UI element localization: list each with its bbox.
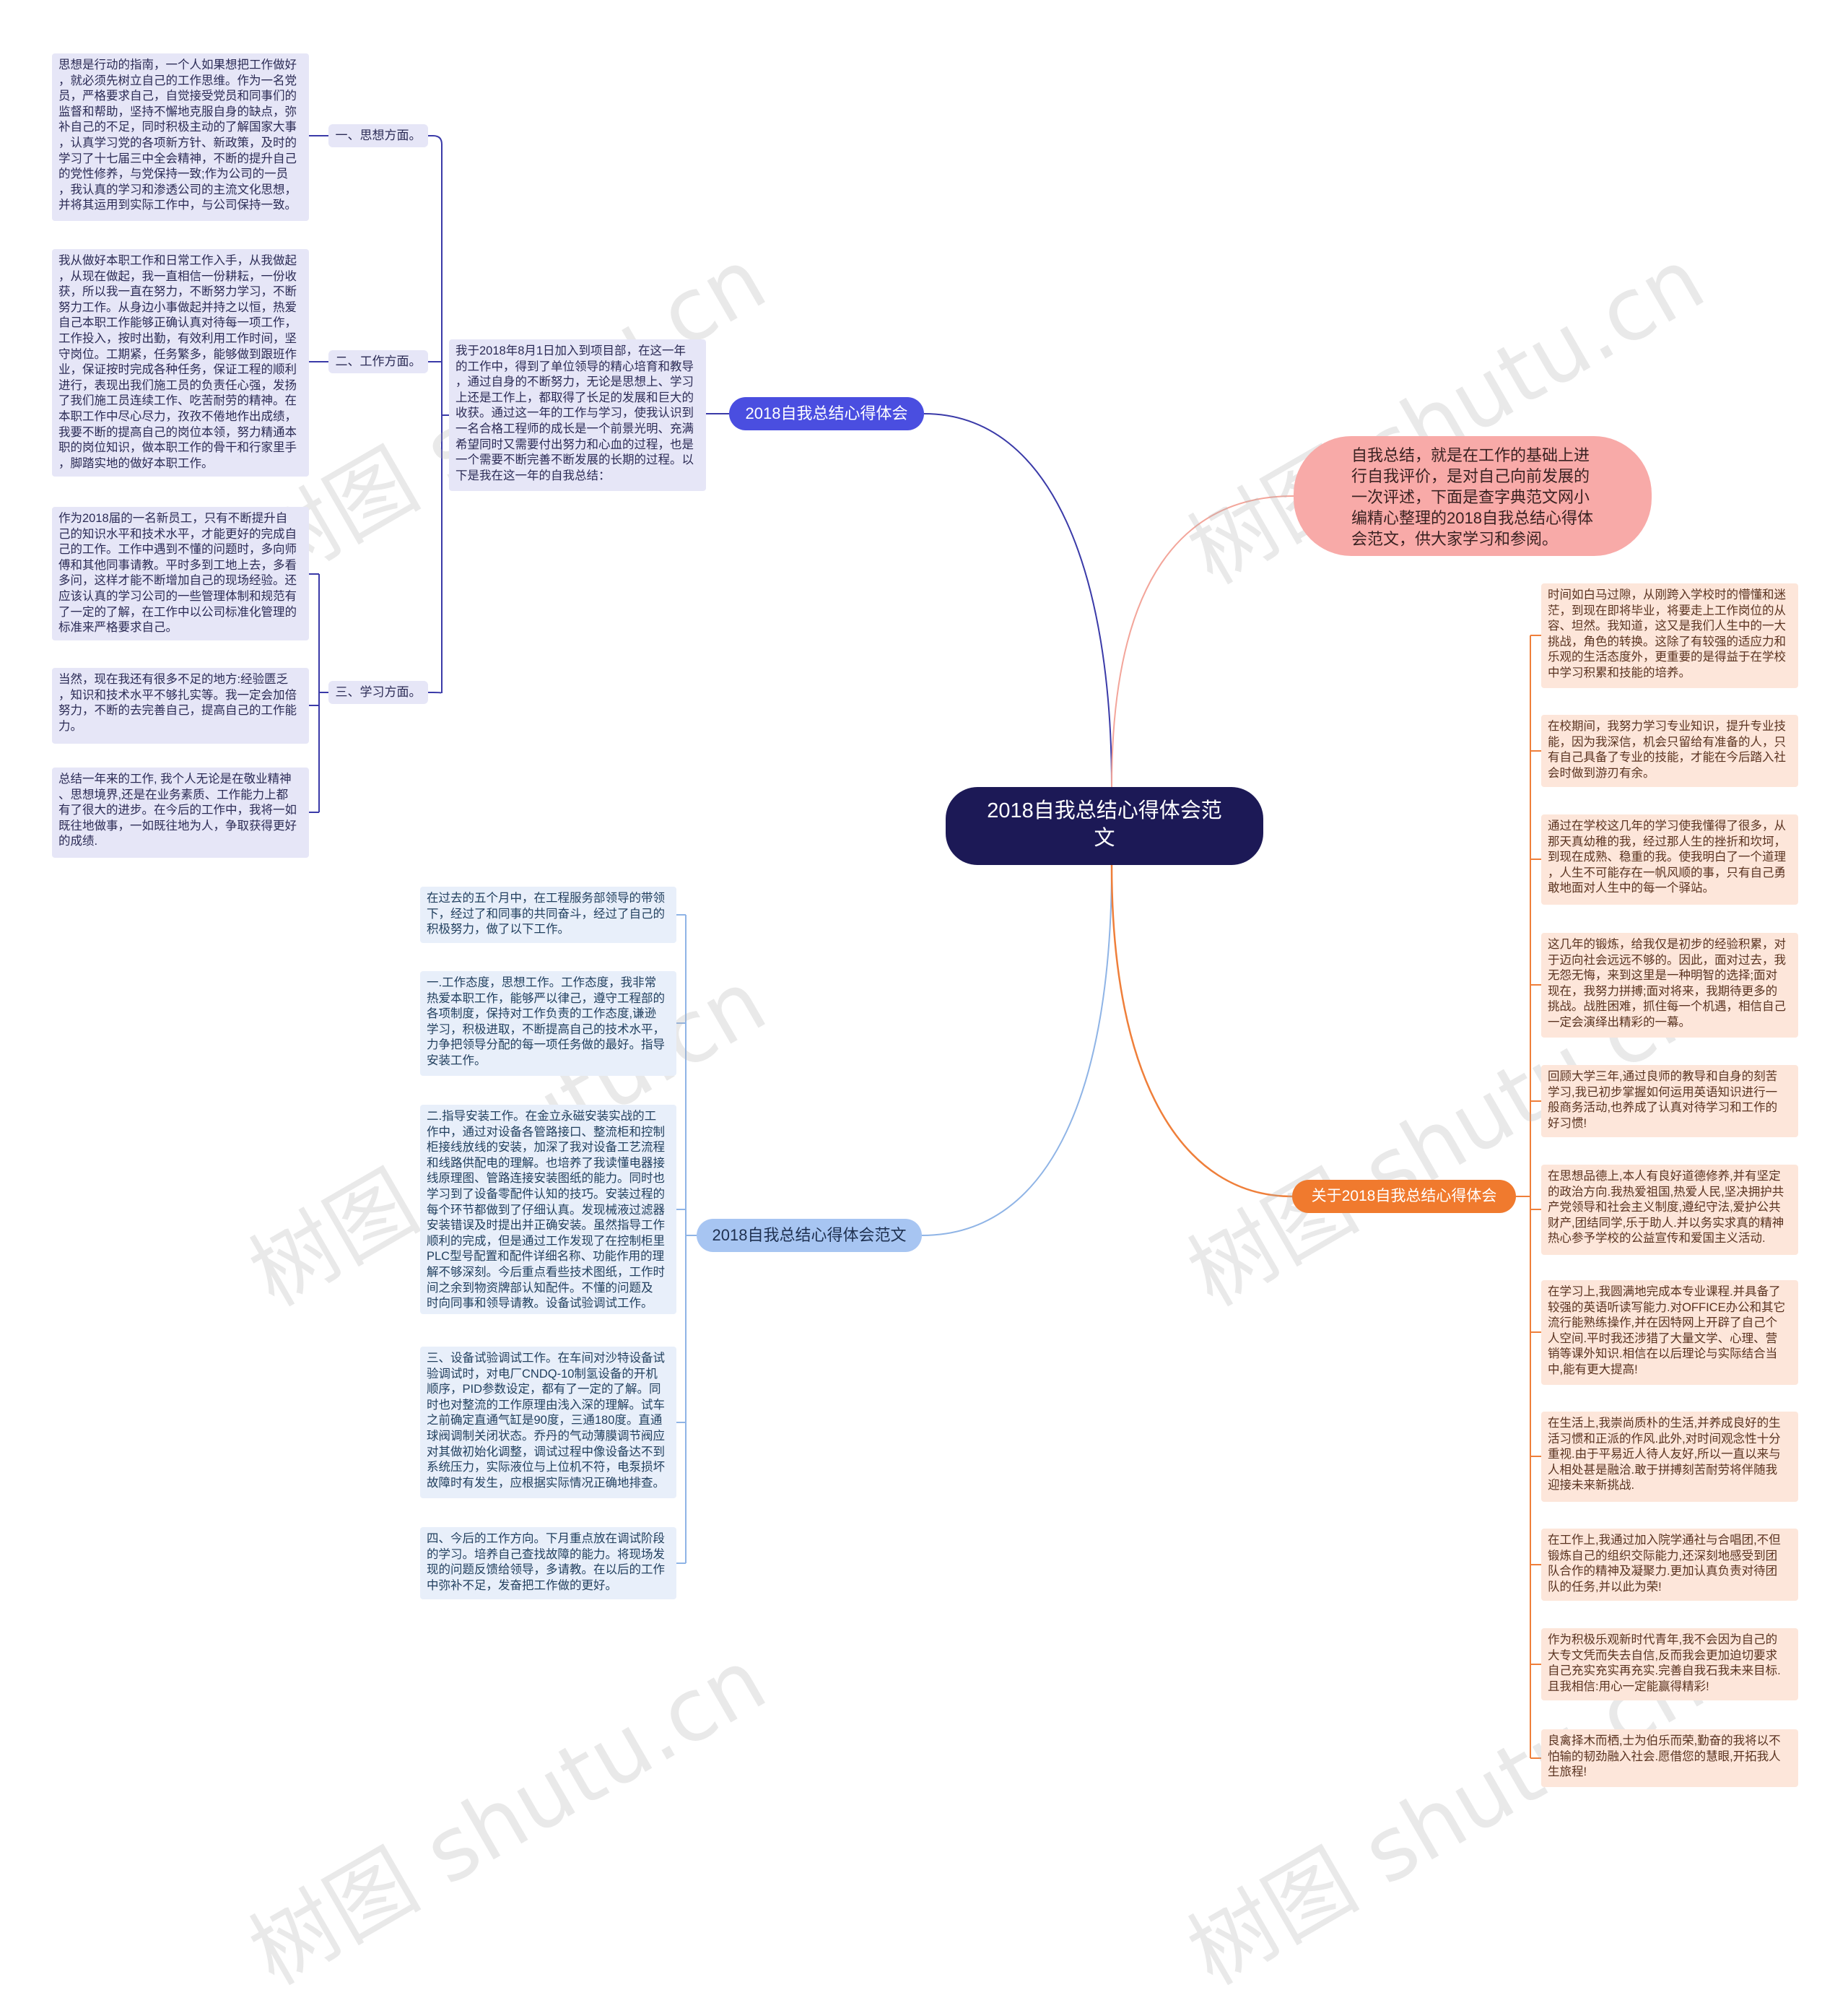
link-a-topic-3: [428, 415, 443, 694]
root-topic[interactable]: 2018自我总结心得体会范 文: [946, 787, 1263, 865]
study-detail-2[interactable]: 当然，现在我还有很多不足的地方:经验匮乏 ，知识和技术水平不够扎实等。我一定会加…: [52, 668, 309, 744]
about-item-4[interactable]: 这几年的锻炼，给我仅是初步的经验积累，对 于迈向社会远远不够的。因此，面对过去，…: [1541, 933, 1798, 1038]
about-item-3[interactable]: 通过在学校这几年的学习使我懂得了很多，从 那天真幼稚的我，经过那人生的挫折和坎坷…: [1541, 814, 1798, 905]
link-root-branch-a: [923, 413, 1112, 788]
about-item-11[interactable]: 良禽择木而栖,士为伯乐而荣,勤奋的我将以不 怕输的韧劲融入社会.愿借您的慧眼,开…: [1541, 1729, 1798, 1787]
essay-item-testing[interactable]: 三、设备试验调试工作。在车间对沙特设备试 验调试时，对电厂CNDQ-10制氢设备…: [420, 1347, 676, 1498]
work-detail[interactable]: 我从做好本职工作和日常工作入手，从我做起 ，从现在做起，我一直相信一份耕耘，一份…: [52, 249, 309, 477]
intro-callout[interactable]: 自我总结，就是在工作的基础上进 行自我评价，是对自己向前发展的 一次评述，下面是…: [1294, 436, 1652, 556]
about-item-1[interactable]: 时间如白马过隙，从刚跨入学校时的懵懂和迷 茫，到现在即将毕业，将要走上工作岗位的…: [1541, 583, 1798, 688]
branch-sample-essay[interactable]: 2018自我总结心得体会范文: [697, 1219, 922, 1252]
about-item-7[interactable]: 在学习上,我圆满地完成本专业课程.并具备了 较强的英语听读写能力.对OFFICE…: [1541, 1280, 1798, 1385]
essay-item-installation[interactable]: 二.指导安装工作。在金立永磁安装实战的工 作中，通过对设备各管路接口、整流柜和控…: [420, 1105, 676, 1314]
thought-detail[interactable]: 思想是行动的指南，一个人如果想把工作做好 ，就必须先树立自己的工作思维。作为一名…: [52, 53, 309, 221]
about-item-8[interactable]: 在生活上,我崇尚质朴的生活,并养成良好的生 活习惯和正派的作风.此外,对时间观念…: [1541, 1412, 1798, 1502]
topic-work[interactable]: 二、工作方面。: [328, 350, 428, 373]
about-item-2[interactable]: 在校期间，我努力学习专业知识，提升专业技 能，因为我深信，机会只留给有准备的人，…: [1541, 715, 1798, 787]
about-item-5[interactable]: 回顾大学三年,通过良师的教导和自身的刻苦 学习,我已初步掌握如何运用英语知识进行…: [1541, 1065, 1798, 1137]
connector-lines: [309, 135, 1541, 1759]
about-item-10[interactable]: 作为积极乐观新时代青年,我不会因为自己的 大专文凭而失去自信,反而我会更加迫切要…: [1541, 1628, 1798, 1700]
branch-self-summary[interactable]: 2018自我总结心得体会: [729, 397, 924, 430]
essay-item-future[interactable]: 四、今后的工作方向。下月重点放在调试阶段 的学习。培养自己查找故障的能力。将现场…: [420, 1527, 676, 1599]
branch-about-summary[interactable]: 关于2018自我总结心得体会: [1292, 1180, 1516, 1213]
about-item-9[interactable]: 在工作上,我通过加入院学通社与合唱团,不但 锻炼自己的组织交际能力,还深刻地感受…: [1541, 1529, 1798, 1601]
link-root-intro: [1111, 495, 1294, 788]
branch-a-summary[interactable]: 我于2018年8月1日加入到项目部，在这一年 的工作中，得到了单位领导的精心培育…: [449, 339, 706, 491]
link-a-topic-1: [428, 135, 449, 416]
about-item-6[interactable]: 在思想品德上,本人有良好道德修养,并有坚定 的政治方向.我热爱祖国,热爱人民,坚…: [1541, 1165, 1798, 1255]
topic-study[interactable]: 三、学习方面。: [328, 681, 428, 704]
essay-item-attitude[interactable]: 一.工作态度，思想工作。工作态度，我非常 热爱本职工作，能够严以律己，遵守工程部…: [420, 971, 676, 1076]
essay-item-intro[interactable]: 在过去的五个月中，在工程服务部领导的带领 下，经过了和同事的共同奋斗，经过了自己…: [420, 887, 676, 943]
topic-thought[interactable]: 一、思想方面。: [328, 124, 428, 147]
study-detail-3[interactable]: 总结一年来的工作, 我个人无论是在敬业精神 、思想境界,还是在业务素质、工作能力…: [52, 768, 309, 858]
study-detail-1[interactable]: 作为2018届的一名新员工，只有不断提升自 己的知识水平和技术水平，才能更好的完…: [52, 507, 309, 640]
link-root-branch-c: [1110, 864, 1293, 1198]
link-root-branch-b: [921, 864, 1112, 1236]
